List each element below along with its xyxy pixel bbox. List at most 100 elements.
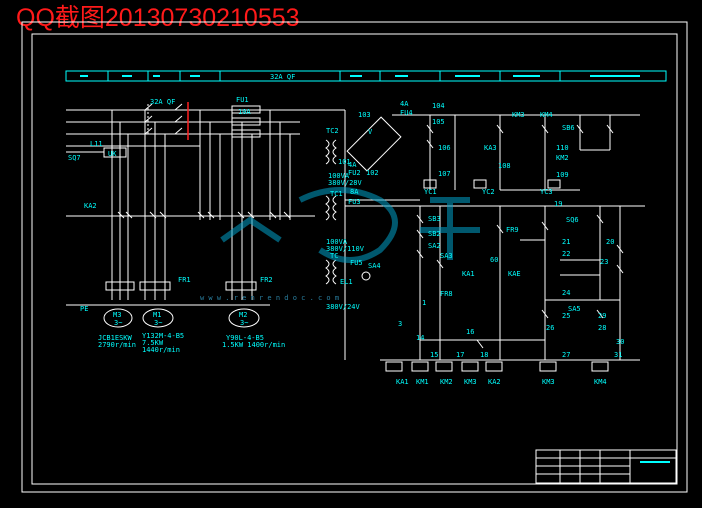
label-fr8: FR8 xyxy=(440,290,453,298)
coil-label-5: KA2 xyxy=(488,378,501,386)
label-m3-spec1: JCB1ESKW xyxy=(98,334,133,342)
label-107: 107 xyxy=(438,170,451,178)
label-sa3: SA3 xyxy=(440,252,453,260)
label-3: 3 xyxy=(398,320,402,328)
label-km2: KM2 xyxy=(556,154,569,162)
label-qf: 32A QF xyxy=(150,98,175,106)
label-l11: L11 xyxy=(90,140,103,148)
label-8a: 8A xyxy=(350,188,359,196)
contactor-row xyxy=(66,211,315,219)
label-31: 31 xyxy=(614,351,622,359)
label-ka3: KA3 xyxy=(484,144,497,152)
label-20: 20 xyxy=(606,238,614,246)
coil-label-1: KA1 xyxy=(396,378,409,386)
label-109: 109 xyxy=(556,171,569,179)
inner-frame xyxy=(31,33,678,485)
label-fu3: FU3 xyxy=(348,198,361,206)
transformer-section xyxy=(325,110,645,361)
label-yc1: YC1 xyxy=(424,188,437,196)
label-24: 24 xyxy=(562,289,570,297)
schematic-labels: 32A QF 32A QF FU1 10A L11 UK SQ7 KA2 PE … xyxy=(68,73,624,386)
label-m2: M2 xyxy=(239,311,247,319)
label-ka2: KA2 xyxy=(84,202,97,210)
label-sb2: SB2 xyxy=(428,230,441,238)
relay-coils xyxy=(385,361,609,372)
coil-label-4: KM3 xyxy=(464,378,477,386)
coil-label-2: KM1 xyxy=(416,378,429,386)
label-25: 25 xyxy=(562,312,570,320)
header-breaker: 32A QF xyxy=(270,73,295,81)
label-60: 60 xyxy=(490,256,498,264)
label-21: 21 xyxy=(562,238,570,246)
label-108: 108 xyxy=(498,162,511,170)
watermark-logo xyxy=(220,187,480,263)
label-fu5: FU5 xyxy=(350,259,363,267)
label-fu2: FU2 xyxy=(348,169,361,177)
label-fr2: FR2 xyxy=(260,276,273,284)
label-fu1: FU1 xyxy=(236,96,249,104)
header-dividers xyxy=(107,71,561,81)
bridge-rectifier xyxy=(346,116,402,172)
label-m3: M3 xyxy=(113,311,121,319)
label-sa5: SA5 xyxy=(568,305,581,313)
label-106: 106 xyxy=(438,144,451,152)
label-m3-spec2: 2790r/min xyxy=(98,341,136,349)
motors xyxy=(103,308,260,328)
label-23: 23 xyxy=(600,258,608,266)
qf-breaker xyxy=(144,103,183,135)
thermal-relays xyxy=(105,281,257,291)
coil-label-7: KM4 xyxy=(594,378,607,386)
label-tc2-volt: 380V/28V xyxy=(328,179,363,187)
title-block xyxy=(535,449,677,484)
label-101: 101 xyxy=(338,158,351,166)
feeder-verticals xyxy=(111,110,291,300)
label-110: 110 xyxy=(556,144,569,152)
label-fu1-rating: 10A xyxy=(238,108,251,116)
label-15: 15 xyxy=(430,351,438,359)
solenoid-coils xyxy=(423,179,561,189)
label-m1-spec3: 1440r/min xyxy=(142,346,180,354)
label-102: 102 xyxy=(366,169,379,177)
label-km4: KM4 xyxy=(540,111,553,119)
label-m2-spec1: Y90L-4-B5 xyxy=(226,334,264,342)
label-19: 19 xyxy=(554,200,562,208)
label-fr1: FR1 xyxy=(178,276,191,284)
label-m1-spec2: 7.5KW xyxy=(142,339,164,347)
label-tc1-volt: 380V/110V xyxy=(326,245,365,253)
label-fr9: FR9 xyxy=(506,226,519,234)
label-14: 14 xyxy=(416,334,424,342)
label-m1: M1 xyxy=(153,311,161,319)
label-m1-phase: 3~ xyxy=(154,319,162,327)
label-uk: UK xyxy=(108,150,117,158)
label-pe: PE xyxy=(80,305,88,313)
label-29: 29 xyxy=(598,312,606,320)
label-22: 22 xyxy=(562,250,570,258)
label-30: 30 xyxy=(616,338,624,346)
label-sa2: SA2 xyxy=(428,242,441,250)
label-sq7: SQ7 xyxy=(68,154,81,162)
label-v: V xyxy=(368,128,373,136)
label-yc2: YC2 xyxy=(482,188,495,196)
label-26: 26 xyxy=(546,324,554,332)
label-105: 105 xyxy=(432,118,445,126)
power-bus xyxy=(66,109,345,147)
label-kae: KAE xyxy=(508,270,521,278)
label-ka1: KA1 xyxy=(462,270,475,278)
label-16: 16 xyxy=(466,328,474,336)
label-yc3: YC3 xyxy=(540,188,553,196)
label-fu4: FU4 xyxy=(400,109,413,117)
label-sb6: SB6 xyxy=(562,124,575,132)
label-m1-spec1: Y132M-4-B5 xyxy=(142,332,184,340)
label-tc1: TC1 xyxy=(330,190,343,198)
control-contacts xyxy=(416,124,624,349)
coil-label-3: KM2 xyxy=(440,378,453,386)
label-tc: TC xyxy=(330,252,338,260)
label-m2-spec2: 1.5KW 1400r/min xyxy=(222,341,285,349)
label-tc2: TC2 xyxy=(326,127,339,135)
watermark-url: w w w . r e n r e n d o c . c o m xyxy=(200,294,339,302)
header-strip xyxy=(65,70,667,82)
outer-frame xyxy=(21,21,688,493)
label-sb3: SB3 xyxy=(428,215,441,223)
